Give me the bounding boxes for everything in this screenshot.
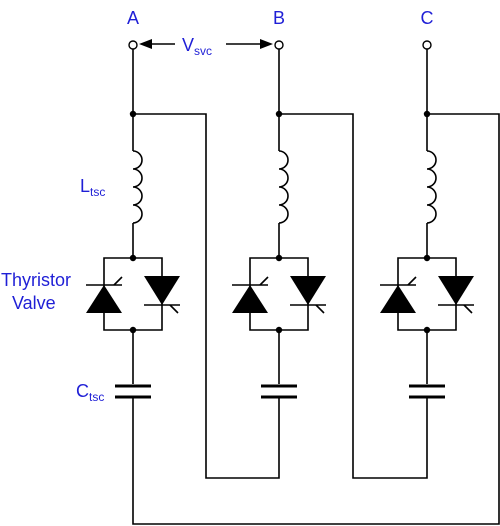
junction-b-valve-top <box>275 254 283 262</box>
thyristor-valve-b <box>231 257 327 331</box>
thyristor-label-line2: Valve <box>12 293 56 313</box>
terminal-c-node <box>422 40 432 50</box>
voltage-label-main: V <box>182 35 194 55</box>
junction-a-valve-top <box>129 254 137 262</box>
capacitor-a <box>113 384 153 399</box>
inductor-label: Ltsc <box>80 176 105 199</box>
inductor-label-main: L <box>80 176 90 196</box>
terminal-b-label: B <box>273 8 285 28</box>
junction-c-top <box>423 110 431 118</box>
thyristor-valve-a <box>85 257 181 331</box>
inductor-label-sub: tsc <box>90 185 105 199</box>
terminal-a-label: A <box>127 8 139 28</box>
thyristor-label-line1: Thyristor <box>1 270 71 290</box>
voltage-label-sub: svc <box>194 44 212 58</box>
branch-b <box>133 40 327 479</box>
capacitor-b <box>259 384 299 399</box>
inductor-a <box>132 150 143 224</box>
junction-c-valve-bottom <box>423 326 431 334</box>
capacitor-label-main: C <box>76 381 89 401</box>
inductor-c <box>426 150 437 224</box>
junction-b-valve-bottom <box>275 326 283 334</box>
terminal-c-label: C <box>421 8 434 28</box>
capacitor-label-sub: tsc <box>89 390 104 404</box>
inductor-b <box>278 150 289 224</box>
terminal-b-node <box>274 40 284 50</box>
junction-c-valve-top <box>423 254 431 262</box>
junction-a-valve-bottom <box>129 326 137 334</box>
terminal-a-node <box>128 40 138 50</box>
capacitor-c <box>407 384 447 399</box>
voltage-arrow <box>139 39 273 49</box>
capacitor-label: Ctsc <box>76 381 104 404</box>
branch-a <box>85 40 500 525</box>
voltage-label: Vsvc <box>182 35 212 58</box>
thyristor-valve-c <box>379 257 475 331</box>
branch-c <box>279 40 475 479</box>
